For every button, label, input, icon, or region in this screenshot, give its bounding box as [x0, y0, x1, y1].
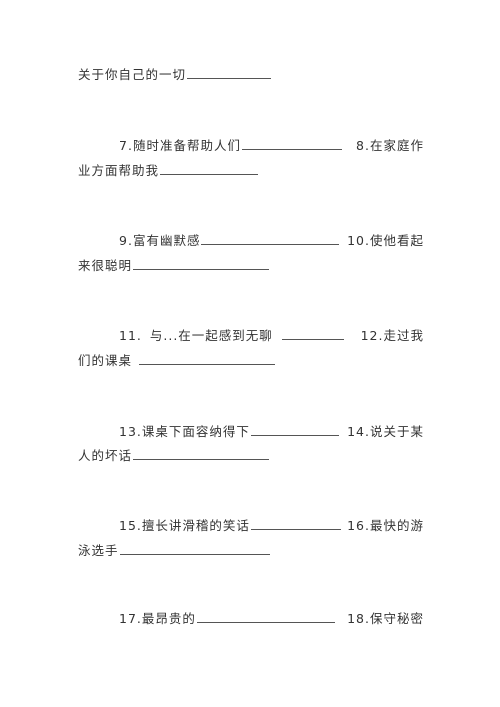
- item-text: 与...在一起感到无聊: [149, 328, 273, 343]
- item-number: 15.: [119, 518, 142, 533]
- item-10-tail-text: 来很聪明: [78, 258, 133, 273]
- item-14: 14. 说关于某: [347, 423, 424, 441]
- item-8-tail-text: 业方面帮助我: [78, 163, 160, 178]
- item-9: 9. 富有幽默感: [119, 232, 340, 250]
- item-14-tail-text: 人的坏话: [78, 448, 133, 463]
- item-text: 说关于某: [369, 424, 424, 439]
- answer-blank[interactable]: [281, 327, 344, 340]
- item-8-tail-line: 业方面帮助我: [78, 162, 424, 180]
- answer-blank[interactable]: [133, 257, 270, 270]
- item-7-8-line: 7. 随时准备帮助人们 8. 在家庭作: [78, 137, 424, 155]
- item-9-10-line: 9. 富有幽默感 10. 使他看起: [78, 232, 424, 250]
- item-text: 擅长讲滑稽的笑话: [141, 518, 250, 533]
- item-number: 17.: [119, 611, 142, 626]
- answer-blank[interactable]: [139, 352, 276, 365]
- answer-blank[interactable]: [160, 162, 259, 175]
- item-11: 11. 与...在一起感到无聊: [119, 327, 344, 345]
- item-number: 12.: [360, 328, 384, 343]
- item-number: 16.: [347, 518, 370, 533]
- item-12: 12. 走过我: [361, 327, 424, 345]
- item-number: 13.: [119, 424, 142, 439]
- answer-blank[interactable]: [241, 137, 342, 150]
- item-15: 15. 擅长讲滑稽的笑话: [119, 517, 341, 535]
- item-text: 在家庭作: [369, 138, 424, 153]
- item-text: 随时准备帮助人们: [132, 138, 241, 153]
- item-17-18-line: 17. 最昂贵的 18. 保守秘密: [78, 610, 424, 628]
- item-number: 8.: [356, 138, 370, 153]
- item-12-tail-line: 们的课桌: [78, 352, 424, 370]
- item-number: 7.: [119, 138, 133, 153]
- item-17: 17. 最昂贵的: [119, 610, 335, 628]
- item-text: 最昂贵的: [141, 611, 196, 626]
- item-text: 课桌下面容纳得下: [141, 424, 250, 439]
- item-15-16-line: 15. 擅长讲滑稽的笑话 16. 最快的游: [78, 517, 424, 535]
- item-11-12-line: 11. 与...在一起感到无聊 12. 走过我: [78, 327, 424, 345]
- answer-blank[interactable]: [201, 232, 340, 245]
- item-16-tail-line: 泳选手: [78, 542, 424, 560]
- answer-blank[interactable]: [250, 423, 339, 436]
- item-14-tail-line: 人的坏话: [78, 447, 424, 465]
- item-6-tail-line: 关于你自己的一切: [78, 66, 424, 84]
- item-13-14-line: 13. 课桌下面容纳得下 14. 说关于某: [78, 423, 424, 441]
- item-10-tail-line: 来很聪明: [78, 257, 424, 275]
- item-12-tail-text: 们的课桌: [78, 353, 133, 368]
- item-13: 13. 课桌下面容纳得下: [119, 423, 339, 441]
- item-7: 7. 随时准备帮助人们: [119, 137, 342, 155]
- answer-blank[interactable]: [133, 447, 270, 460]
- item-number: 11.: [119, 328, 142, 343]
- item-text: 富有幽默感: [132, 233, 201, 248]
- item-18: 18. 保守秘密: [347, 610, 424, 628]
- answer-blank[interactable]: [119, 542, 270, 555]
- answer-blank[interactable]: [250, 517, 341, 530]
- item-number: 18.: [347, 611, 370, 626]
- item-text: 走过我: [383, 328, 424, 343]
- item-text: 最快的游: [369, 518, 424, 533]
- item-10: 10. 使他看起: [347, 232, 424, 250]
- item-16-tail-text: 泳选手: [78, 543, 119, 558]
- item-16: 16. 最快的游: [347, 517, 424, 535]
- item-8: 8. 在家庭作: [356, 137, 424, 155]
- item-number: 10.: [347, 233, 370, 248]
- item-number: 14.: [347, 424, 370, 439]
- item-text: 使他看起: [369, 233, 424, 248]
- answer-blank[interactable]: [196, 610, 335, 623]
- item-number: 9.: [119, 233, 133, 248]
- item-6-tail-text: 关于你自己的一切: [78, 67, 187, 82]
- item-text: 保守秘密: [369, 611, 424, 626]
- answer-blank[interactable]: [187, 66, 272, 79]
